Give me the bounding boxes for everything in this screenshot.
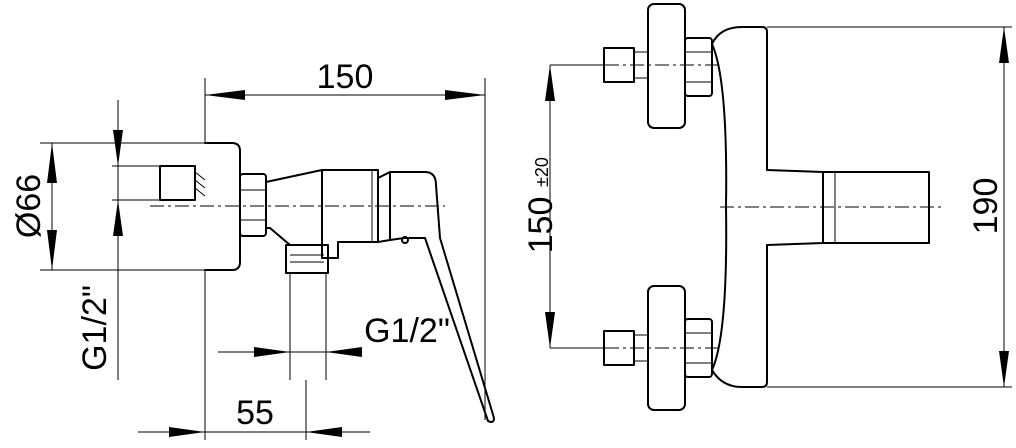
hex-nut	[239, 173, 267, 237]
side-view	[150, 142, 495, 423]
dim-label-tolerance: ±20	[532, 157, 552, 187]
cartridge-housing	[377, 171, 391, 243]
dim-label-thread-bottom: G1/2"	[364, 312, 450, 350]
front-view	[555, 3, 945, 411]
mixer-body	[321, 169, 379, 259]
dim-thread-left: G1/2"	[76, 100, 160, 380]
dim-label-offset: 55	[236, 394, 274, 432]
outlet-thread	[285, 244, 329, 274]
lever-handle	[389, 171, 495, 423]
dim-label-spacing: 150	[522, 197, 560, 254]
dim-label-thread-left: G1/2"	[76, 285, 114, 371]
dim-offset-55: 55	[138, 270, 370, 440]
dim-width-150: 150	[204, 58, 486, 420]
dim-spacing-150: 150 ±20	[522, 64, 604, 349]
dim-label-diameter: Ø66	[10, 174, 48, 238]
upper-nut	[684, 37, 713, 97]
dim-diameter-66: Ø66	[10, 142, 205, 271]
connector-body	[265, 169, 323, 246]
dim-thread-bottom: G1/2"	[218, 312, 450, 357]
inlet-pipe-stub	[159, 165, 196, 201]
upper-escutcheon	[647, 3, 686, 129]
dim-height-190: 190	[767, 26, 1012, 388]
dim-label-height: 190	[967, 178, 1005, 235]
front-body	[711, 26, 824, 388]
dim-label-width: 150	[317, 58, 374, 96]
